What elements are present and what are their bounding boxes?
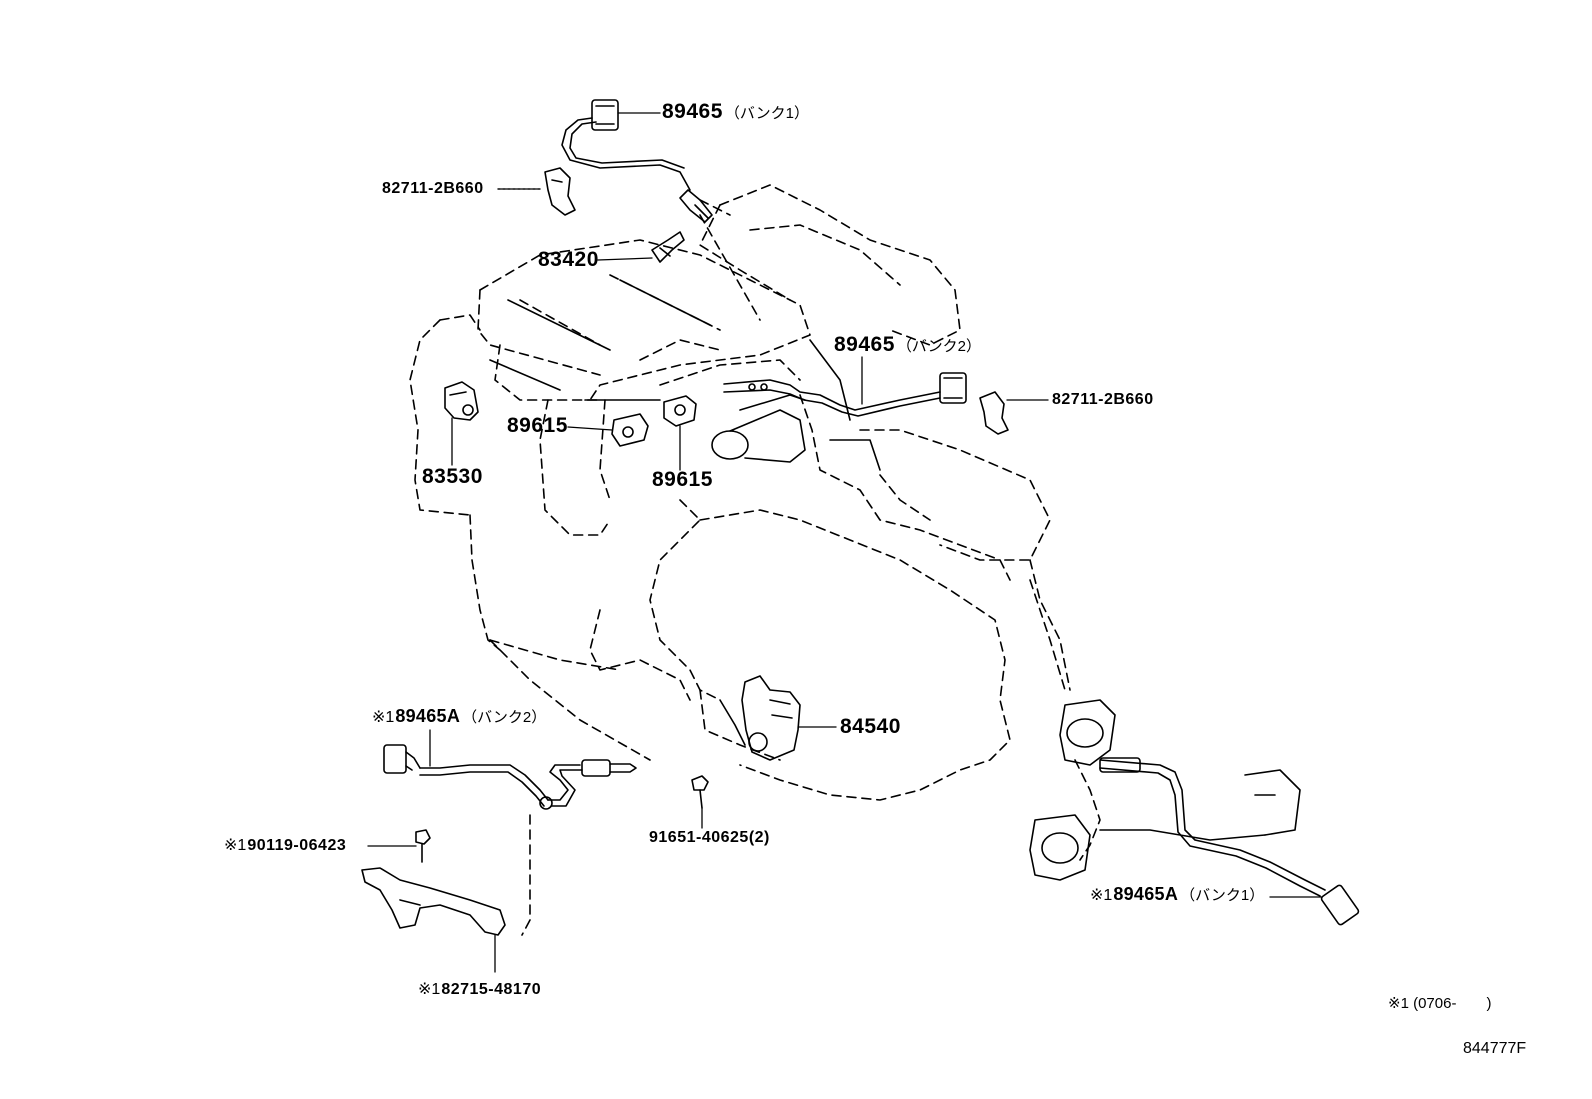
label-o2-bank2: 89465（バンク2） bbox=[834, 333, 981, 357]
bank-note: （バンク2） bbox=[896, 338, 981, 355]
label-knock-left: 89615 bbox=[507, 414, 568, 438]
engine-solid-detail bbox=[489, 279, 881, 746]
applicability-mark: ※1 bbox=[372, 709, 395, 726]
clamp-upper-art bbox=[544, 167, 576, 216]
clamp-right-art bbox=[979, 391, 1009, 435]
part-number: 83530 bbox=[422, 465, 483, 488]
label-bolt-91651: 91651-40625(2) bbox=[649, 829, 770, 847]
water-outlet-art bbox=[711, 394, 806, 463]
label-clamp-upper: 82711-2B660 bbox=[382, 180, 484, 198]
label-o2-bank1: 89465（バンク1） bbox=[662, 100, 809, 124]
applicability-mark: ※1 bbox=[1090, 887, 1113, 904]
engine-phantom-outline bbox=[409, 184, 1101, 936]
applicability-mark: ※1 bbox=[418, 981, 441, 998]
bolt-91651-art bbox=[691, 775, 709, 809]
knock-sensor-center-art bbox=[663, 395, 697, 427]
sensor-83420-art bbox=[651, 231, 685, 263]
af-sensor-bank1-art bbox=[1099, 757, 1360, 926]
leader-lines bbox=[367, 112, 1323, 973]
part-number: 89615 bbox=[652, 468, 713, 491]
label-clamp-right: 82711-2B660 bbox=[1052, 391, 1154, 409]
switch-84540-art bbox=[741, 675, 801, 761]
bracket-82715-art bbox=[361, 867, 506, 936]
o2-sensor-bank1-art bbox=[561, 99, 713, 223]
knock-sensor-left-art bbox=[611, 413, 649, 447]
part-number: 89465 bbox=[662, 100, 723, 123]
o2-sensor-bank2-art bbox=[723, 372, 967, 417]
label-knock-center: 89615 bbox=[652, 468, 713, 492]
bank-note: （バンク2） bbox=[462, 709, 547, 726]
part-number: 91651-40625(2) bbox=[649, 829, 770, 846]
bank-note: （バンク1） bbox=[1180, 887, 1265, 904]
label-bolt-90119: ※190119-06423 bbox=[224, 835, 346, 855]
applicability-mark: ※1 bbox=[224, 837, 247, 854]
sensor-83530-art bbox=[444, 381, 479, 421]
label-switch-84540: 84540 bbox=[840, 715, 901, 739]
label-sensor-83420: 83420 bbox=[538, 248, 599, 272]
part-number: 89465A bbox=[1113, 884, 1179, 904]
af-sensor-bank2-art bbox=[383, 744, 637, 810]
diagram-code: 844777F bbox=[1463, 1040, 1527, 1057]
exhaust-pipe-parts bbox=[1029, 699, 1301, 881]
bolt-90119-art bbox=[415, 829, 431, 863]
part-number: 82715-48170 bbox=[441, 981, 542, 998]
footnote-applicability: ※1 (0706- ) bbox=[1388, 995, 1492, 1012]
label-af-bank2: ※189465A（バンク2） bbox=[372, 706, 546, 727]
part-number: 84540 bbox=[840, 715, 901, 738]
label-bracket-82715: ※182715-48170 bbox=[418, 979, 541, 999]
label-sensor-83530: 83530 bbox=[422, 465, 483, 489]
part-number: 83420 bbox=[538, 248, 599, 271]
part-number: 90119-06423 bbox=[247, 837, 347, 854]
bank-note: （バンク1） bbox=[724, 105, 809, 122]
label-af-bank1: ※189465A（バンク1） bbox=[1090, 884, 1264, 905]
part-number: 89465A bbox=[395, 706, 461, 726]
part-number: 89465 bbox=[834, 333, 895, 356]
part-number: 82711-2B660 bbox=[1052, 391, 1154, 408]
part-number: 82711-2B660 bbox=[382, 180, 484, 197]
part-number: 89615 bbox=[507, 414, 568, 437]
